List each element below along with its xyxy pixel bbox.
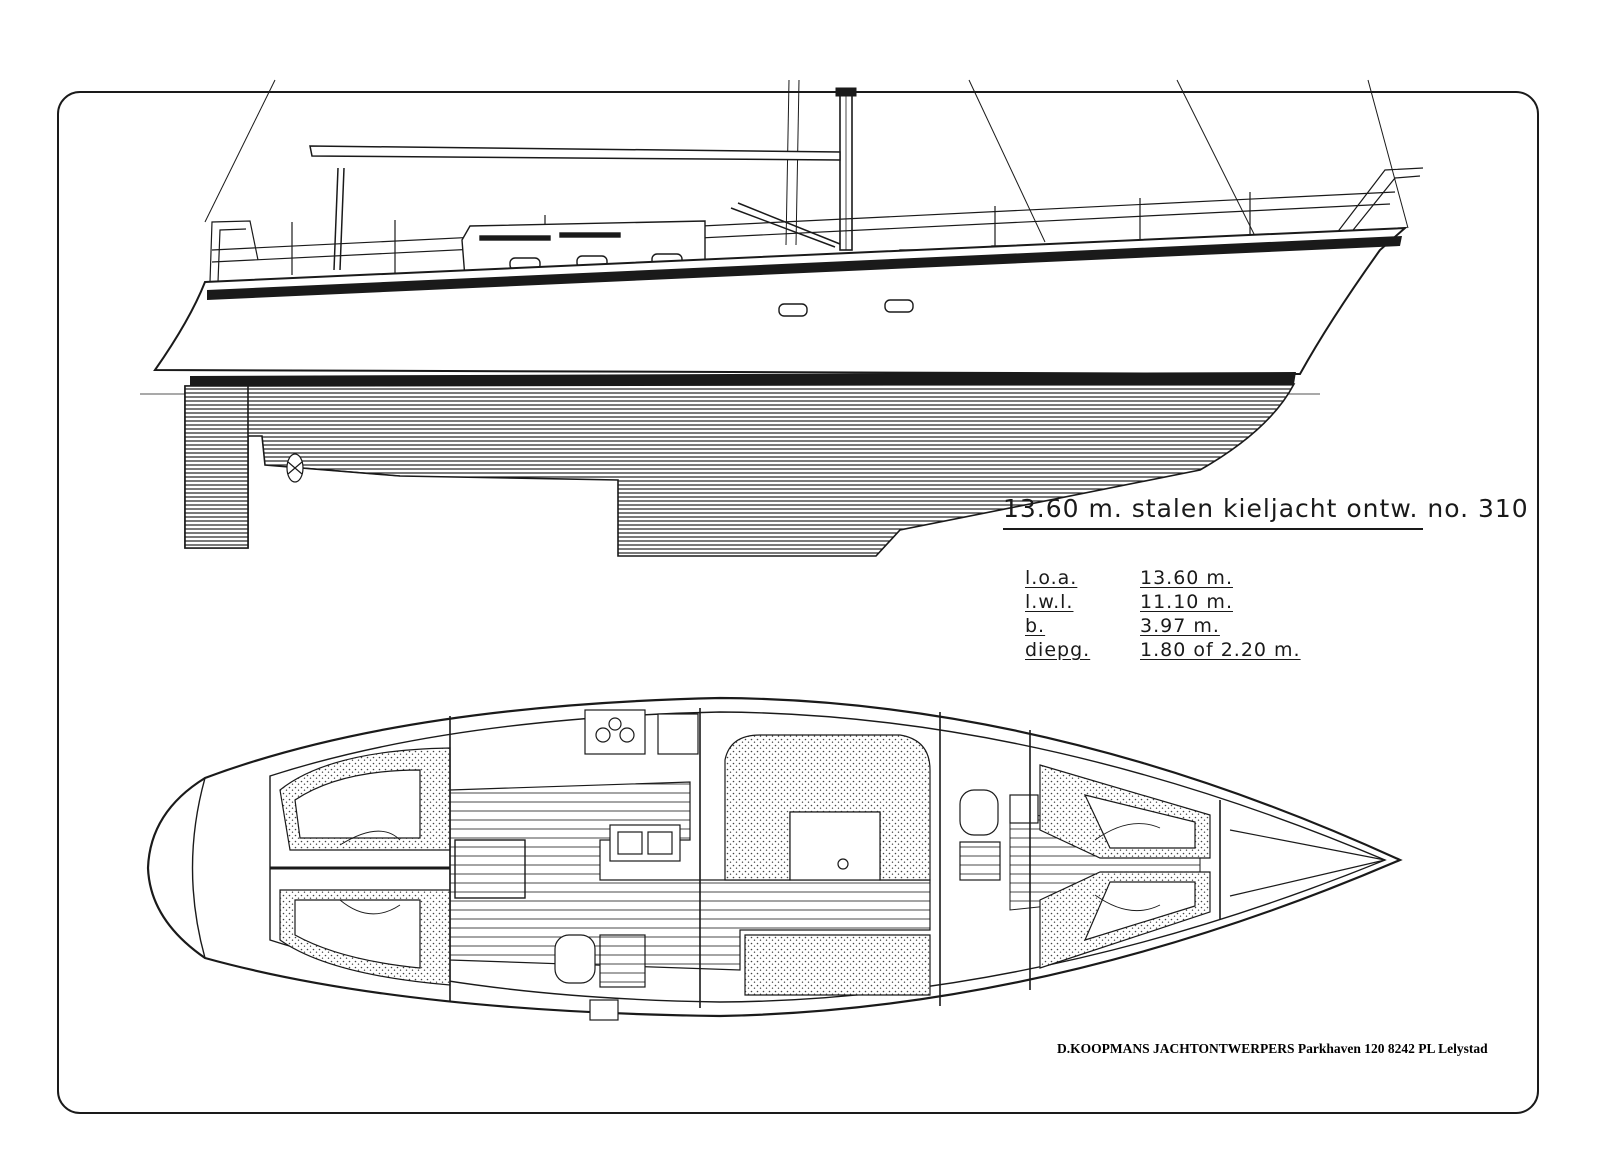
- boom: [309, 145, 841, 271]
- bulkheads: [449, 708, 1221, 1008]
- spec-label: l.o.a.: [1025, 567, 1078, 589]
- companionway-steps: [454, 839, 526, 899]
- saloon-settee: [724, 734, 931, 996]
- spec-value: 13.60 m.: [1140, 567, 1233, 589]
- forepeak: [1229, 829, 1386, 897]
- spec-row-loa: l.o.a. 13.60 m.: [1025, 567, 1301, 591]
- mast: [835, 87, 857, 251]
- spec-label: b.: [1025, 615, 1046, 637]
- spec-value: 11.10 m.: [1140, 591, 1233, 613]
- spec-table: l.o.a.13.60 m. l.w.l.11.10 m. b.3.97 m. …: [1025, 567, 1301, 663]
- rigging: [204, 79, 1409, 246]
- side-profile-drawing: [140, 79, 1424, 557]
- spec-row-lwl: l.w.l. 11.10 m.: [1025, 591, 1301, 615]
- spec-row-draft: diepg. 1.80 of 2.20 m.: [1025, 639, 1301, 663]
- spec-value: 3.97 m.: [1140, 615, 1220, 637]
- forward-vberth: [1039, 764, 1211, 969]
- title-underline: [1003, 528, 1423, 530]
- drawing-title-text: 13.60 m. stalen kieljacht ontw. no. 310: [1003, 494, 1529, 523]
- spec-row-beam: b. 3.97 m.: [1025, 615, 1301, 639]
- transom: [191, 777, 206, 959]
- underwater-hull: [184, 383, 1296, 557]
- spec-label: l.w.l.: [1025, 591, 1074, 613]
- spec-label: diepg.: [1025, 639, 1091, 661]
- aft-berths: [279, 747, 451, 986]
- hull-topsides: [153, 226, 1408, 376]
- designer-credit: D.KOOPMANS JACHTONTWERPERS Parkhaven 120…: [1057, 1041, 1488, 1056]
- heads: [554, 789, 1039, 1021]
- galley: [584, 709, 699, 862]
- interior-plan-drawing: [146, 696, 1403, 1021]
- hull-portlight: [778, 303, 808, 317]
- cushion-detail: [339, 823, 1161, 915]
- spec-value: 1.80 of 2.20 m.: [1140, 639, 1301, 661]
- propeller: [286, 453, 401, 483]
- boot-stripe: [190, 372, 1296, 386]
- drawing-title: 13.60 m. stalen kieljacht ontw. no. 310: [1003, 494, 1528, 530]
- sheer-stripe: [207, 236, 1402, 300]
- rudder: [184, 385, 249, 549]
- drawing-frame: [57, 91, 1539, 1114]
- hull-portlight: [884, 299, 914, 313]
